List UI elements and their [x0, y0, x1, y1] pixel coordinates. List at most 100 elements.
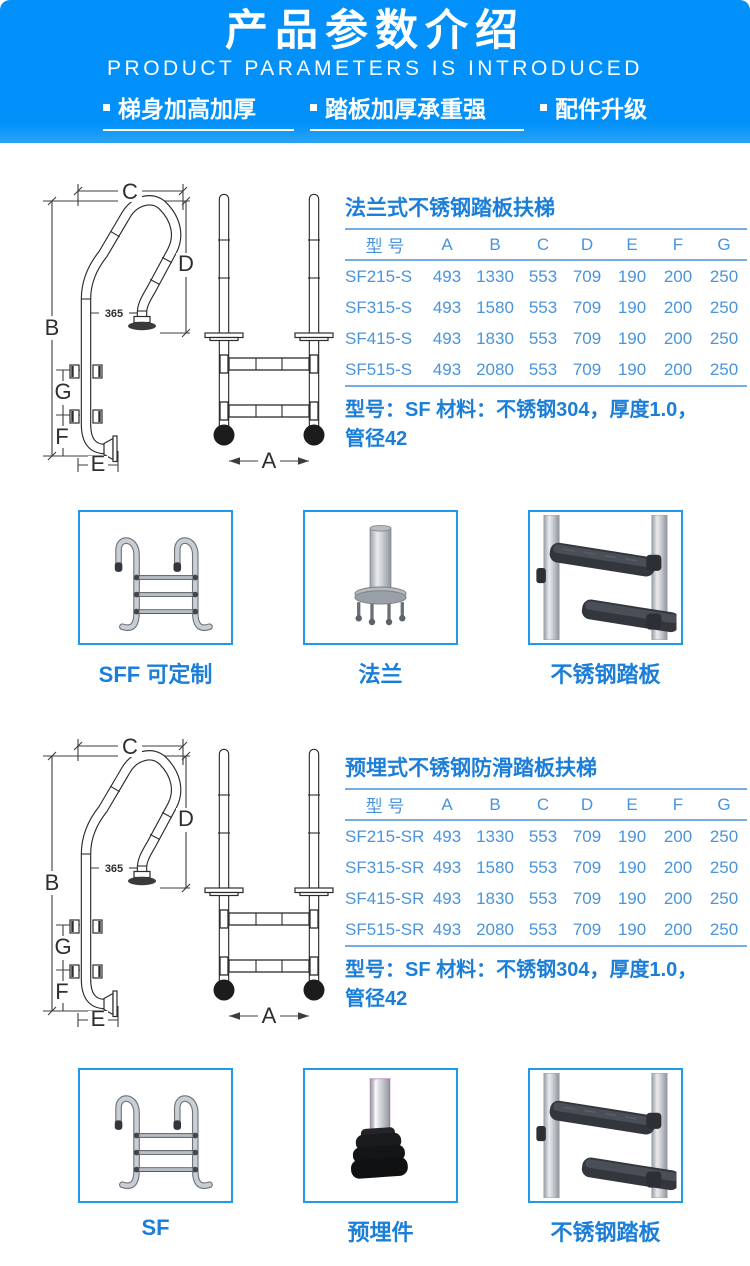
photo-cell: 法兰 — [303, 510, 458, 689]
table-cell: 250 — [709, 359, 739, 379]
photo-cell: SFF 可定制 — [78, 510, 233, 689]
table-cell: 553 — [528, 297, 558, 317]
table-cell: 553 — [528, 359, 558, 379]
table-cell: 709 — [572, 297, 602, 317]
photo-cell: 不锈钢踏板 — [528, 1068, 683, 1247]
photo-cell: 不锈钢踏板 — [528, 510, 683, 689]
photo-row-flange: SFF 可定制 法兰 不锈钢踏板 — [78, 510, 683, 689]
table-cell: 250 — [709, 857, 739, 877]
table-cell: 493 — [432, 919, 462, 939]
table-cell: 250 — [709, 919, 739, 939]
table-cell: 553 — [528, 919, 558, 939]
ladder-dimension-drawing — [20, 723, 340, 1038]
sff-ladder-photo — [83, 515, 228, 640]
photo-box — [78, 510, 233, 645]
spec-note-line: 型号：SF 材料：不锈钢304，厚度1.0， — [345, 959, 698, 981]
spec-note-line: 管径42 — [345, 988, 408, 1010]
feature-bullets: 梯身加高加厚 踏板加厚承重强 配件升级 — [0, 90, 750, 131]
column-header: G — [717, 794, 731, 814]
steel-step-photo — [533, 515, 678, 640]
square-bullet-icon — [103, 103, 110, 111]
photo-caption: SFF 可定制 — [98, 662, 213, 687]
feature-bullet-label: 踏板加厚承重强 — [325, 96, 486, 122]
table-cell: 250 — [709, 888, 739, 908]
table-cell: 250 — [709, 297, 739, 317]
table-cell: SF415-SR — [345, 888, 425, 908]
photo-caption: SF — [141, 1215, 170, 1240]
table-cell: 190 — [617, 359, 647, 379]
table-cell: 200 — [663, 297, 693, 317]
table-cell: SF315-SR — [345, 857, 425, 877]
page-title: 产品参数介绍 — [225, 7, 525, 55]
photo-caption: 不锈钢踏板 — [550, 662, 661, 687]
table-cell: 200 — [663, 888, 693, 908]
table-cell: 493 — [432, 328, 462, 348]
steel-step-photo — [533, 1073, 678, 1198]
table-cell: 2080 — [476, 359, 514, 379]
table-cell: SF415-S — [345, 328, 413, 348]
table-cell: 553 — [528, 328, 558, 348]
photo-box — [528, 510, 683, 645]
table-cell: 1580 — [476, 857, 514, 877]
table-cell: 250 — [709, 266, 739, 286]
section-title: 预埋式不锈钢防滑踏板扶梯 — [345, 757, 597, 780]
square-bullet-icon — [540, 103, 547, 111]
table-cell: SF315-S — [345, 297, 413, 317]
table-cell: 709 — [572, 359, 602, 379]
hero-banner: 产品参数介绍 PRODUCT PARAMETERS IS INTRODUCED … — [0, 0, 750, 143]
table-cell: 200 — [663, 359, 693, 379]
photo-cell: SF — [78, 1068, 233, 1247]
table-cell: 493 — [432, 857, 462, 877]
column-header: F — [672, 234, 684, 254]
column-header: B — [489, 794, 501, 814]
photo-box — [78, 1068, 233, 1203]
table-row: SF515-S 493 2080 553 709 190 200 250 — [345, 354, 747, 386]
table-cell: SF515-SR — [345, 919, 425, 939]
spec-note-line: 型号：SF 材料：不锈钢304，厚度1.0， — [345, 399, 698, 421]
table-cell: 200 — [663, 857, 693, 877]
table-cell: 200 — [663, 328, 693, 348]
section-title: 法兰式不锈钢踏板扶梯 — [345, 197, 555, 220]
column-header: D — [580, 234, 594, 254]
embedded-anchor-photo — [308, 1073, 453, 1198]
spec-note: 型号：SF 材料：不锈钢304，厚度1.0， 管径42 — [345, 396, 747, 454]
table-cell: 493 — [432, 266, 462, 286]
photo-box — [303, 1068, 458, 1203]
column-header: A — [441, 794, 453, 814]
table-cell: 190 — [617, 888, 647, 908]
flange-photo — [308, 515, 453, 640]
column-header: B — [489, 234, 501, 254]
column-header: E — [626, 794, 638, 814]
table-cell: 493 — [432, 359, 462, 379]
photo-caption: 不锈钢踏板 — [550, 1220, 661, 1245]
table-cell: 190 — [617, 826, 647, 846]
table-cell: 709 — [572, 328, 602, 348]
photo-box — [528, 1068, 683, 1203]
table-cell: SF215-S — [345, 266, 413, 286]
column-header: A — [441, 234, 453, 254]
table-cell: 553 — [528, 857, 558, 877]
table-cell: 709 — [572, 857, 602, 877]
table-cell: 190 — [617, 328, 647, 348]
spec-note: 型号：SF 材料：不锈钢304，厚度1.0， 管径42 — [345, 956, 747, 1014]
feature-bullet: 踏板加厚承重强 — [310, 90, 524, 131]
feature-bullet: 梯身加高加厚 — [103, 90, 294, 131]
spec-note-line: 管径42 — [345, 428, 408, 450]
table-cell: 709 — [572, 888, 602, 908]
table-cell: 190 — [617, 857, 647, 877]
column-header: C — [536, 794, 550, 814]
table-cell: SF515-S — [345, 359, 413, 379]
column-header: 型 号 — [365, 237, 405, 256]
feature-bullet: 配件升级 — [540, 90, 647, 129]
table-cell: 553 — [528, 888, 558, 908]
